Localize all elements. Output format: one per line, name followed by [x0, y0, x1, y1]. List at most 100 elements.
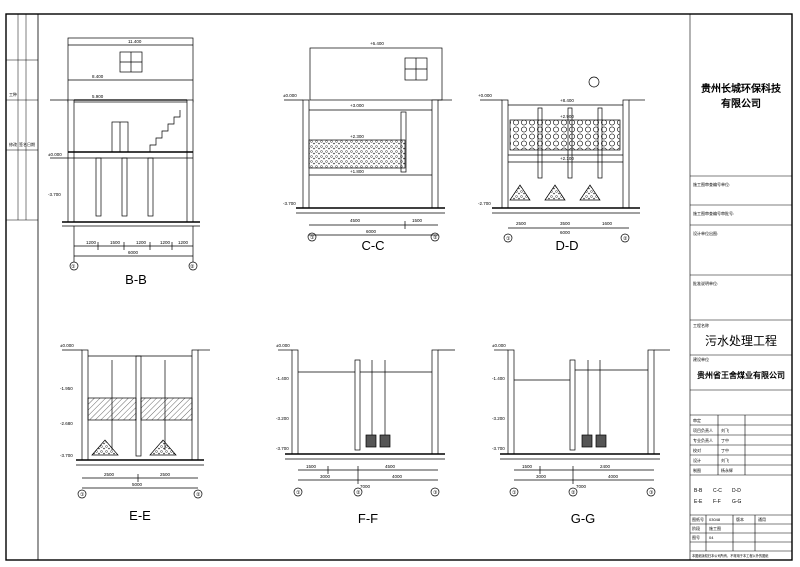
elev-text: -2.700	[478, 201, 491, 206]
sign-name: 杨永辉	[721, 467, 733, 473]
elev-text: -3.700	[48, 192, 61, 197]
elev-text: -3.200	[492, 416, 505, 421]
strip-label: 日期	[27, 141, 35, 147]
axis-marker: ①	[506, 236, 511, 242]
section-title-e-e: E-E	[129, 508, 151, 523]
section-title-c-c: C-C	[361, 238, 384, 253]
title-row-project-label: 工程名称	[693, 322, 709, 328]
drawing-no-label: 图纸号	[692, 516, 704, 522]
dim-text: 3000	[536, 474, 547, 479]
client-name: 贵州省王舍煤业有限公司	[697, 370, 785, 380]
section-b-b	[50, 37, 200, 271]
dim-text: 2500	[160, 472, 171, 477]
dim-text: 4500	[385, 464, 396, 469]
axis-marker: ②	[196, 492, 201, 498]
axis-marker: ②	[433, 235, 438, 241]
strip-label: 工种	[9, 91, 17, 97]
sign-name: 刘飞	[721, 457, 729, 463]
stairs	[149, 110, 181, 152]
sheet-label: 图号	[692, 534, 700, 540]
elev-text: ±0.000	[492, 343, 506, 348]
axis-marker: ①	[310, 235, 315, 241]
title-row-review-approval: 施工图审查编号审批号:	[693, 210, 734, 216]
sign-name: 丁中	[721, 437, 729, 443]
media-layer	[509, 119, 621, 151]
elev-text: +1.800	[350, 169, 364, 174]
elev-text: +2.900	[560, 114, 574, 119]
dim-total: 6000	[128, 250, 139, 255]
axis-marker: ①	[71, 264, 76, 270]
drawing-list-item: D-D	[732, 488, 741, 494]
version: 通用	[758, 516, 766, 522]
sign-role: 校对	[693, 447, 701, 453]
drawing-list-item: C-C	[713, 488, 722, 494]
drawing-no: 03048	[709, 517, 721, 522]
drawing-list-item: B-B	[694, 488, 703, 494]
dim-total: 6000	[366, 229, 377, 234]
dim-total: 7000	[576, 484, 587, 489]
elev-text: -3.700	[283, 201, 296, 206]
elev-text: ±0.000	[283, 93, 297, 98]
dim-total: 6000	[560, 230, 571, 235]
elev-text: +6.400	[370, 41, 384, 46]
elev-text: -3.700	[276, 446, 289, 451]
sign-name: 刘飞	[721, 427, 729, 433]
dim-text: 1600	[602, 221, 613, 226]
elev-text: +2.300	[350, 134, 364, 139]
dim-text: 1500	[110, 240, 121, 245]
dim-text: 1500	[522, 464, 533, 469]
project-name: 污水处理工程	[705, 333, 777, 348]
drawing-list-item: E-E	[694, 499, 703, 505]
axis-marker: ②	[190, 264, 195, 270]
dim-text: 1200	[160, 240, 171, 245]
axis-marker: ③	[433, 490, 438, 496]
elev-text: -3.700	[60, 453, 73, 458]
elev-text: -3.700	[492, 446, 505, 451]
elev-text: -1.400	[492, 376, 505, 381]
company-name-line2: 有限公司	[721, 97, 761, 110]
filter-media	[308, 139, 406, 169]
drawing-list-item: F-F	[713, 499, 721, 505]
axis-marker: ②	[623, 236, 628, 242]
strip-label: 修改	[9, 141, 17, 147]
sign-role: 审定	[693, 417, 701, 423]
footer-note: 本图纸版权归本公司所有，不得用于本工程以外的图纸	[692, 553, 769, 558]
sign-role: 项目负责人	[693, 427, 713, 433]
elev-text: +8.400	[560, 98, 574, 103]
version-label: 版本	[736, 516, 744, 522]
stage-label: 阶段	[692, 525, 700, 531]
dim-text: 1500	[306, 464, 317, 469]
dim-text: 4000	[392, 474, 403, 479]
dim-total: 5000	[132, 482, 143, 487]
dim-text: 4500	[350, 218, 361, 223]
dim-text: 1500	[412, 218, 423, 223]
sign-name: 丁中	[721, 447, 729, 453]
section-c-c	[284, 47, 452, 242]
elev-text: 8.400	[92, 74, 104, 79]
dim-text: 1200	[86, 240, 97, 245]
elev-text: -2.680	[60, 421, 73, 426]
title-block	[689, 14, 792, 560]
hatched-layer	[140, 397, 193, 421]
dim-text: 1200	[136, 240, 147, 245]
sign-role: 专业负责人	[693, 437, 713, 443]
axis-marker: ①	[296, 490, 301, 496]
section-title-f-f: F-F	[358, 511, 378, 526]
inner-frame	[37, 13, 793, 561]
axis-marker: ①	[80, 492, 85, 498]
dim-text: 4000	[608, 474, 619, 479]
axis-marker: ②	[571, 490, 576, 496]
sign-role: 设计	[693, 457, 701, 463]
elev-text: ±0.000	[276, 343, 290, 348]
dim-text: 3500	[560, 221, 571, 226]
elev-text: ±0.000	[60, 343, 74, 348]
drawing-list-item: G-G	[732, 499, 742, 505]
elev-text: 5.900	[92, 94, 104, 99]
dim-text: 2500	[104, 472, 115, 477]
dim-text: 2500	[516, 221, 527, 226]
elev-text: +2.100	[560, 156, 574, 161]
title-block-text: 贵州长城环保科技 有限公司 施工图审查编号单位: 施工图审查编号审批号: 设计单…	[692, 82, 785, 558]
section-g-g	[494, 349, 670, 497]
section-d-d	[480, 76, 645, 243]
